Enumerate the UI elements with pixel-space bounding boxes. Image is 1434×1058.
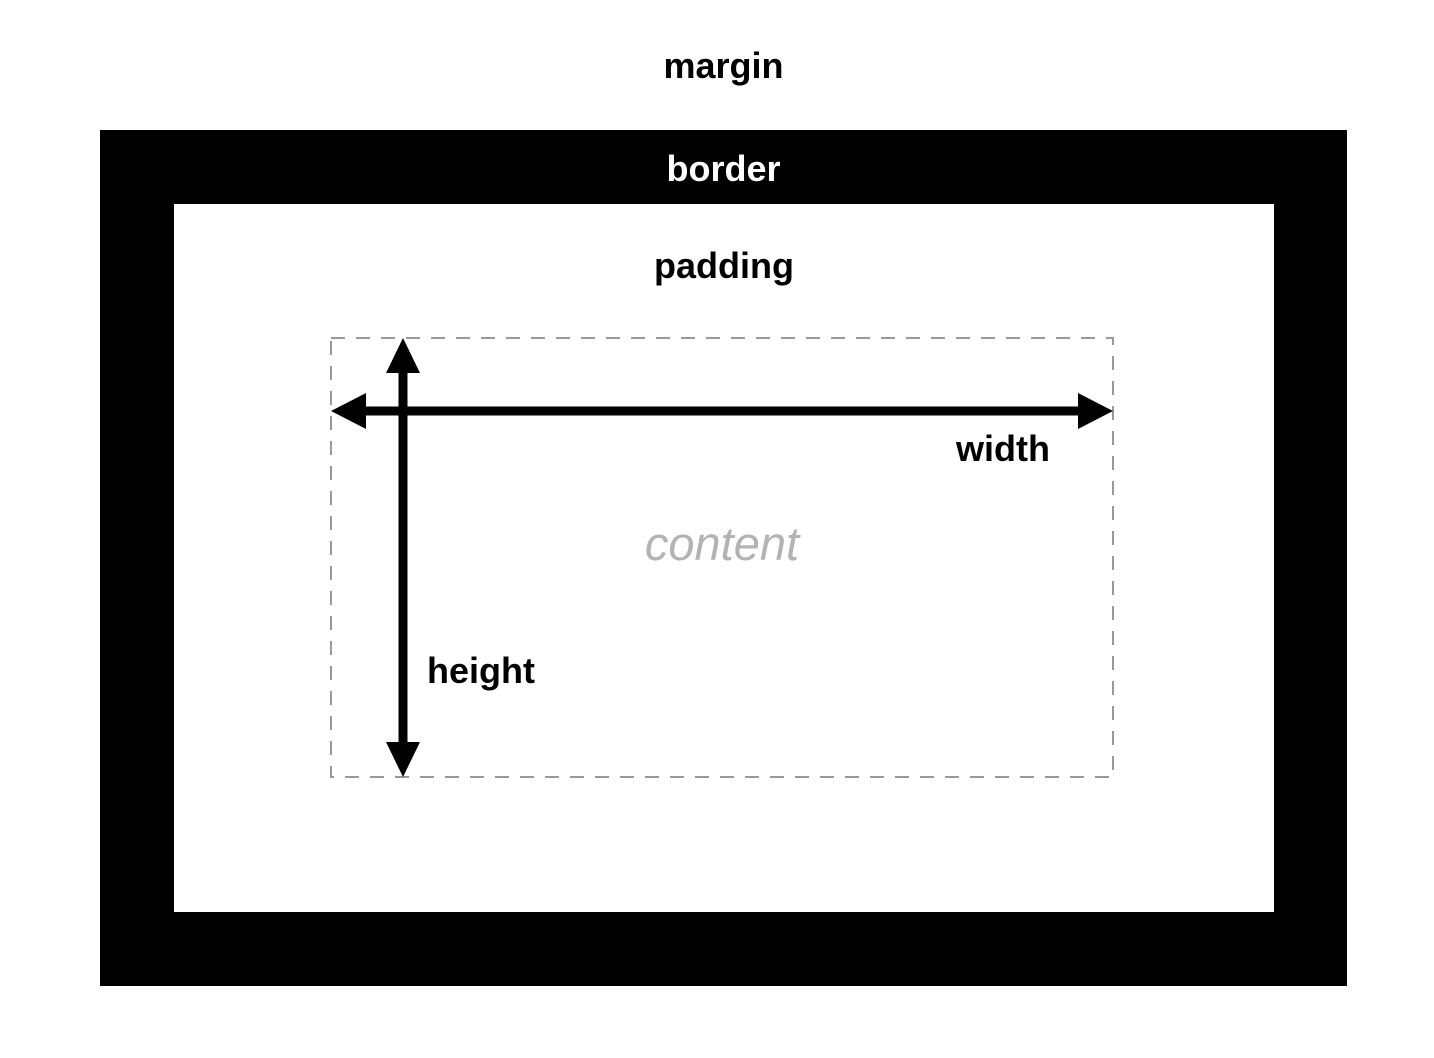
padding-label: padding [654,245,794,286]
arrow-right-head [1078,393,1113,429]
height-arrow [386,338,420,777]
width-label: width [956,428,1050,469]
arrow-down-head [386,742,420,777]
width-arrow [331,393,1113,429]
border-label: border [666,148,781,189]
content-label: content [644,517,800,570]
padding-rect [174,204,1274,912]
arrow-up-head [386,338,420,373]
margin-label: margin [663,45,784,86]
arrow-left-head [331,393,366,429]
content-outline [330,337,1114,778]
height-label: height [427,650,535,691]
